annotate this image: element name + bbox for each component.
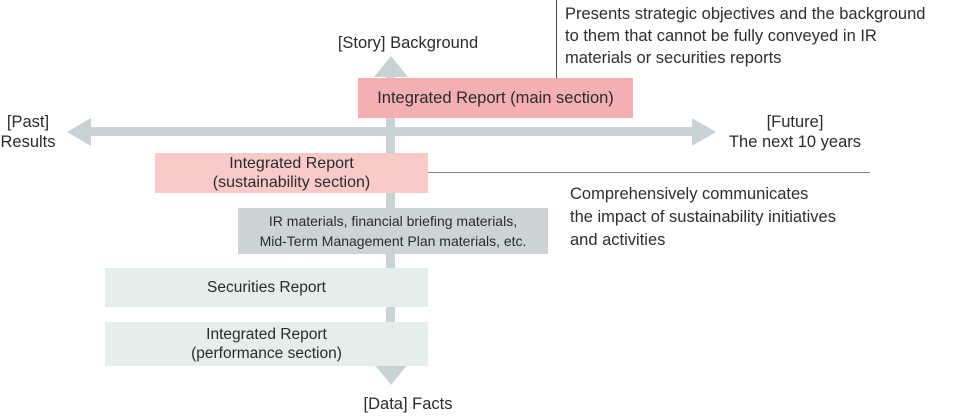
axis-label-past-line1: [Past] xyxy=(6,113,50,131)
axis-label-past-line2: Results xyxy=(0,133,56,151)
axis-label-story-background: [Story] Background xyxy=(337,34,479,52)
ir-materials-line2: Mid-Term Management Plan materials, etc. xyxy=(259,233,527,249)
performance-box-line1: Integrated Report xyxy=(206,326,327,343)
sustainability-note-line1: Comprehensively communicates xyxy=(570,185,809,203)
integrated-report-main-section-box: Integrated Report (main section) xyxy=(358,78,633,118)
axis-label-future-next-10-years: [Future] The next 10 years xyxy=(703,112,887,152)
securities-report-box: Securities Report xyxy=(105,268,428,307)
axis-label-data-facts: [Data] Facts xyxy=(363,395,453,413)
arrow-down-icon xyxy=(374,364,408,385)
ir-materials-box: IR materials, financial briefing materia… xyxy=(238,208,548,254)
note-divider-horizontal-line xyxy=(428,172,870,173)
note-divider-vertical-line xyxy=(556,0,557,78)
main-section-note: Presents strategic objectives and the ba… xyxy=(565,3,960,69)
sustainability-section-note: Comprehensively communicates the impact … xyxy=(570,183,900,252)
integrated-report-sustainability-section-box: Integrated Report (sustainability sectio… xyxy=(155,153,428,193)
axis-label-future-line1: [Future] xyxy=(766,113,824,131)
sustainability-note-line2: the impact of sustainability initiatives xyxy=(570,208,836,226)
main-note-line3: materials or securities reports xyxy=(565,49,782,67)
axis-label-past-results: [Past] Results xyxy=(0,112,60,152)
main-note-line1: Presents strategic objectives and the ba… xyxy=(565,5,926,23)
sustainability-box-line1: Integrated Report xyxy=(229,155,354,172)
arrow-left-icon xyxy=(67,118,91,146)
axis-label-future-line2: The next 10 years xyxy=(728,133,862,151)
sustainability-box-line2: (sustainability section) xyxy=(212,174,371,191)
main-note-line2: to them that cannot be fully conveyed in… xyxy=(565,27,877,45)
arrow-right-icon xyxy=(692,118,716,146)
arrow-up-icon xyxy=(374,56,408,77)
integrated-report-performance-section-box: Integrated Report (performance section) xyxy=(105,322,428,366)
performance-box-line2: (performance section) xyxy=(191,345,342,362)
ir-materials-line1: IR materials, financial briefing materia… xyxy=(268,213,518,229)
horizontal-axis-line xyxy=(88,127,695,136)
sustainability-note-line3: and activities xyxy=(570,231,666,249)
